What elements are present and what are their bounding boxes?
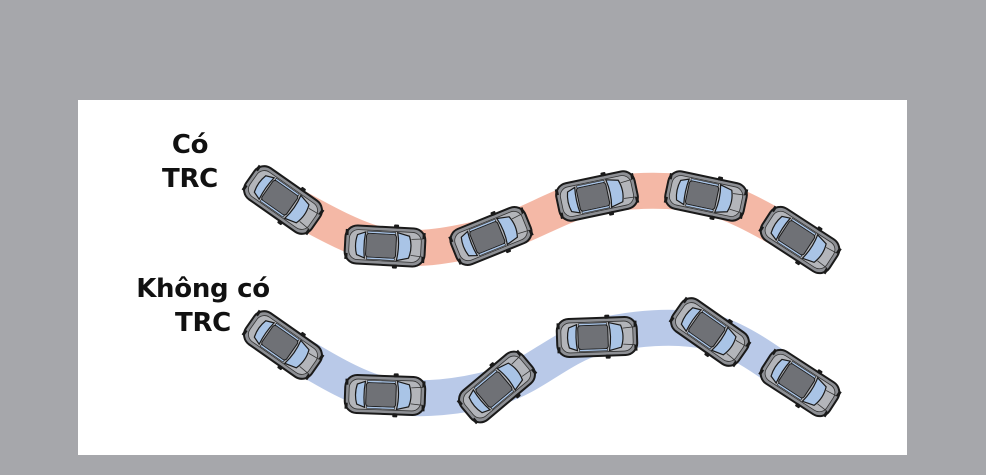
car-with-trc-5	[661, 165, 751, 227]
label-with-trc-line-1: Có	[171, 130, 209, 160]
label-with-trc-line-2: TRC	[162, 164, 218, 194]
car-without-trc-2	[343, 370, 427, 420]
label-without-trc: Không có TRC	[128, 272, 278, 340]
label-with-trc: Có TRC	[150, 128, 230, 196]
path-layer	[265, 172, 818, 417]
label-without-trc-line-1: Không có	[136, 274, 270, 304]
car-with-trc-2	[342, 220, 428, 272]
label-without-trc-line-2: TRC	[175, 308, 231, 338]
car-without-trc-4	[555, 312, 639, 362]
car-with-trc-4	[552, 165, 642, 227]
car-with-trc-3	[444, 199, 538, 273]
